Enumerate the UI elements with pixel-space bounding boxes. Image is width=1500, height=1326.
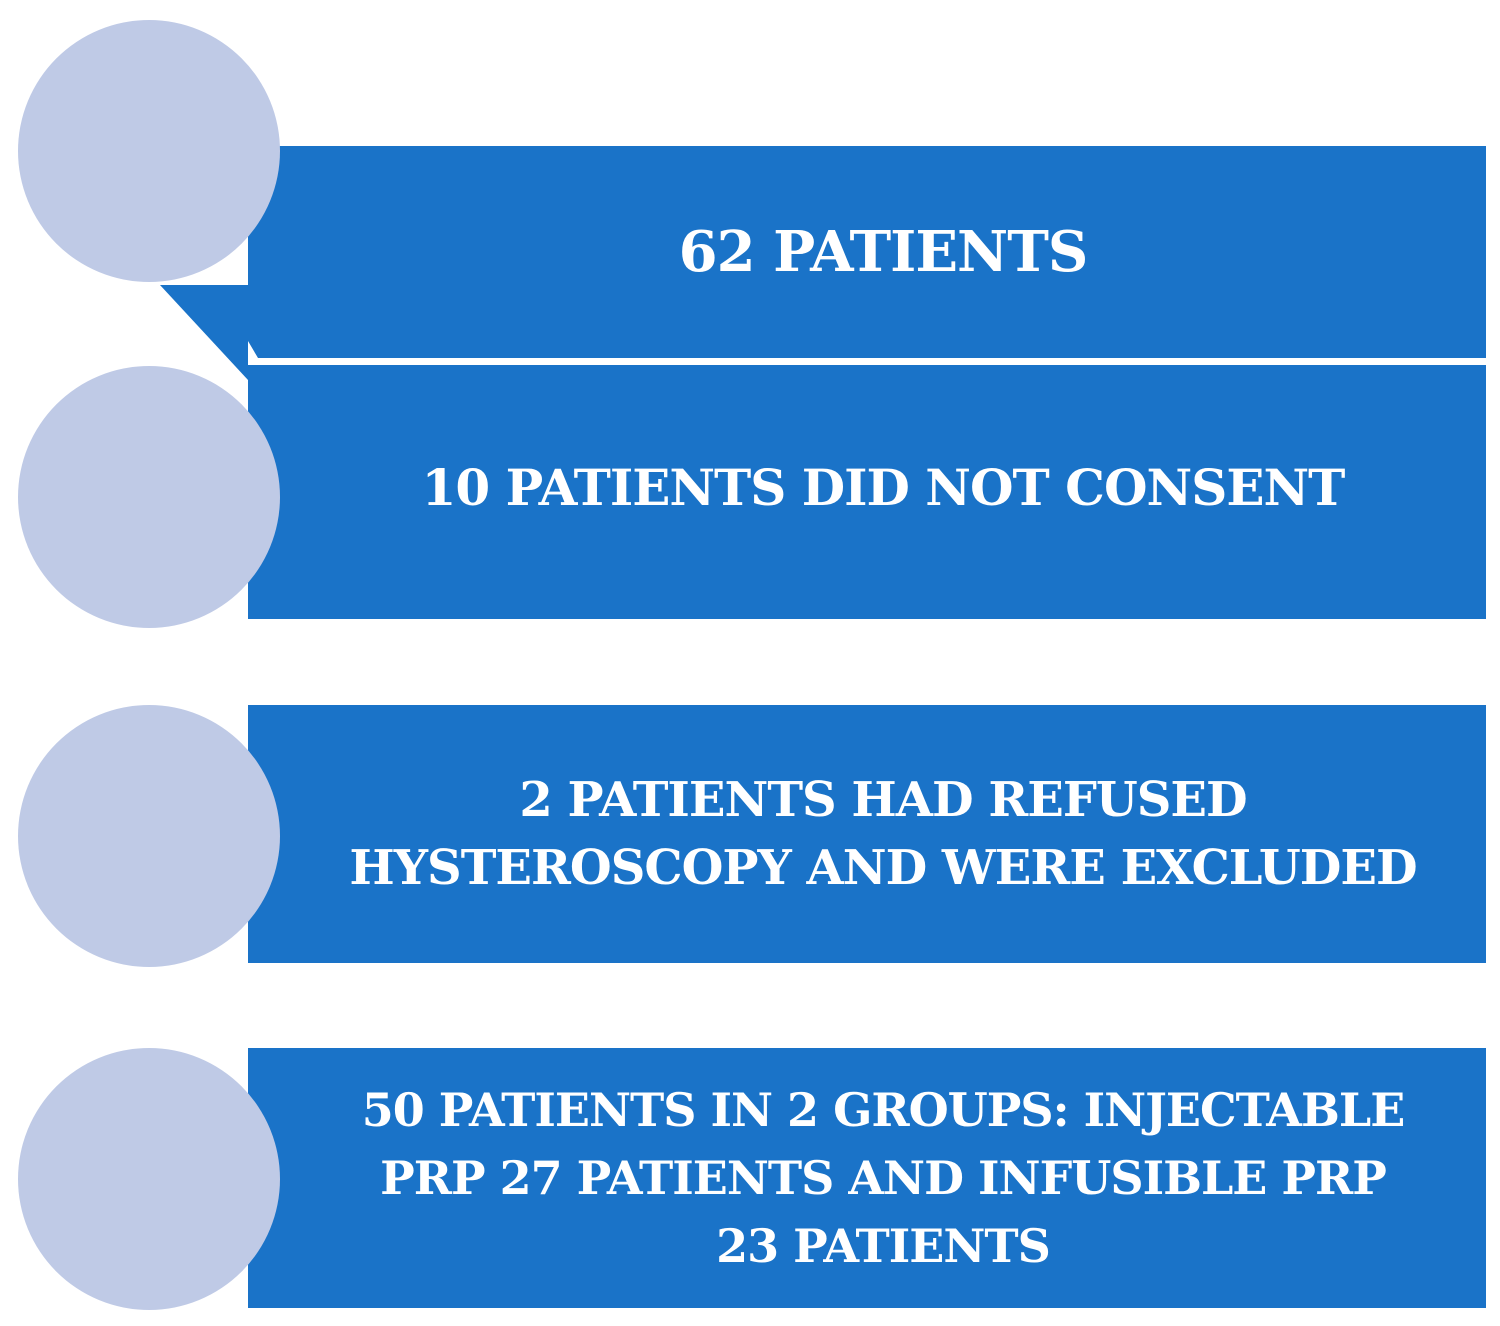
step-3-bar (248, 705, 1486, 963)
step-3-circle (18, 705, 280, 967)
step-2-circle (18, 366, 280, 628)
step-1-label: 62 PATIENTS (678, 219, 1089, 285)
step-3-label: 2 PATIENTS HAD REFUSED HYSTEROSCOPY AND … (349, 772, 1417, 896)
step-1-circle (18, 20, 280, 282)
step-4-circle (18, 1048, 280, 1310)
step-1-bar (248, 146, 1486, 358)
step-2-label: 10 PATIENTS DID NOT CONSENT (421, 457, 1346, 517)
step-4-bar (248, 1048, 1486, 1308)
step-2-bar (248, 365, 1486, 619)
step-4-label: 50 PATIENTS IN 2 GROUPS: INJECTABLE PRP … (361, 1083, 1406, 1273)
